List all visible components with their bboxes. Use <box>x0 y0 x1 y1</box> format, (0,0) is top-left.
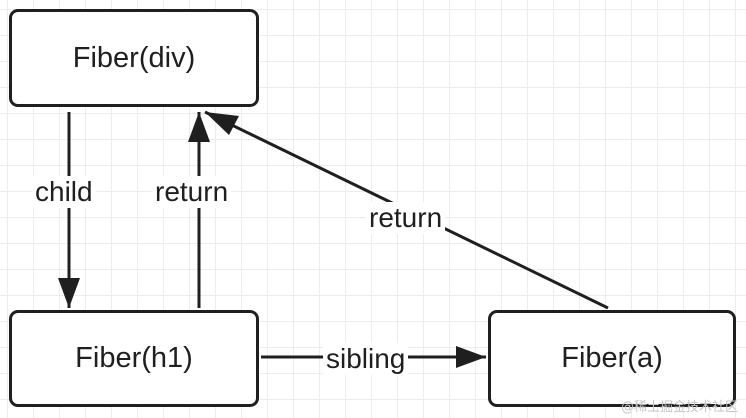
fiber-a-label: Fiber(a) <box>561 342 663 374</box>
edge-return-a-label: return <box>366 202 446 234</box>
edge-sibling-label: sibling <box>323 343 409 375</box>
fiber-h1-node: Fiber(h1) <box>9 310 259 407</box>
fiber-div-label: Fiber(div) <box>72 41 196 74</box>
edge-return-a-arrowhead <box>205 112 239 135</box>
edge-sibling-arrowhead <box>456 346 486 368</box>
edge-return-h1-label: return <box>152 176 232 208</box>
edge-child-label: child <box>32 176 96 208</box>
edge-child-arrowhead <box>58 278 80 308</box>
edge-return-h1-arrowhead <box>188 112 210 142</box>
watermark-text: @稀土掘金技术社区 <box>620 400 738 415</box>
fiber-a-node: Fiber(a) <box>488 310 736 407</box>
fiber-div-node: Fiber(div) <box>9 9 259 107</box>
fiber-h1-label: Fiber(h1) <box>75 342 193 374</box>
